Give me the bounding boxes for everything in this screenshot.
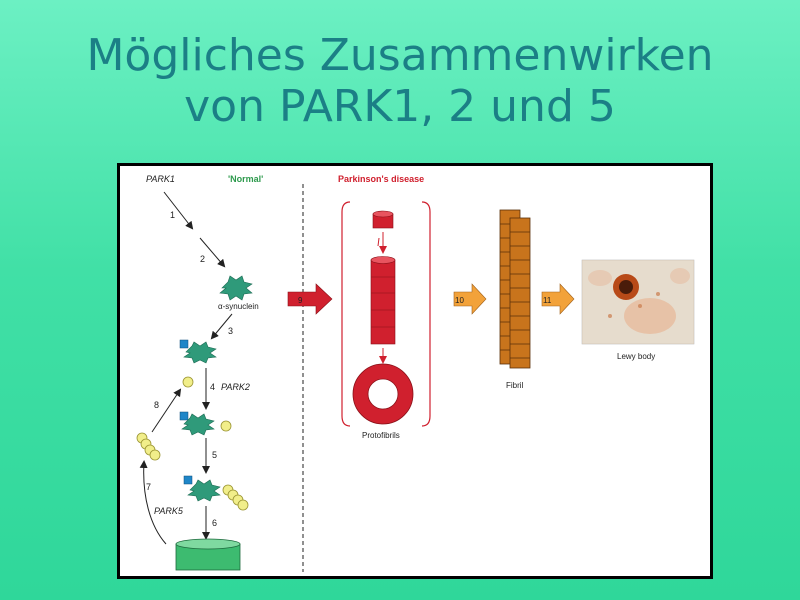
ubiquitin-chain-free-icon [136, 432, 161, 461]
arrow-step-3 [210, 313, 233, 340]
step-11-label: 11 [543, 296, 552, 305]
park2-label: PARK2 [221, 382, 250, 392]
pathway-figure: PARK1 'Normal' Parkinson's disease 1 2 α… [117, 163, 713, 579]
arrow-step-8 [151, 388, 182, 433]
pathway-diagram: PARK1 'Normal' Parkinson's disease 1 2 α… [136, 174, 695, 572]
step-5-label: 5 [212, 450, 217, 460]
protofibrils-label: Protofibrils [362, 431, 400, 440]
fibril-label: Fibril [506, 381, 524, 390]
step-3-label: 3 [228, 326, 233, 336]
normal-heading: 'Normal' [228, 174, 263, 184]
title-line-2: von PARK1, 2 und 5 [184, 81, 616, 132]
protofibril-ring-icon [352, 363, 414, 425]
title-line-1: Mögliches Zusammenwirken [86, 30, 714, 81]
arrow-step-7 [139, 460, 167, 545]
ubiquitinated-synuclein-icon [181, 413, 215, 436]
fibril-icon [499, 209, 531, 369]
bracket-right [421, 201, 431, 427]
park5-label: PARK5 [154, 506, 184, 516]
slide-title: Mögliches Zusammenwirken von PARK1, 2 un… [0, 30, 800, 132]
marker-square-icon-3 [183, 475, 193, 485]
step-1-label: 1 [170, 210, 175, 220]
proteasome-icon [175, 538, 241, 571]
ubiquitin-attached-icon [220, 420, 232, 432]
alpha-synuclein-icon [219, 275, 253, 301]
step-6-label: 6 [212, 518, 217, 528]
marker-square-icon [179, 339, 189, 349]
bracket-left [341, 201, 351, 427]
polyubiquitinated-synuclein-icon [187, 479, 221, 502]
disease-heading: Parkinson's disease [338, 174, 424, 184]
ubiquitin-chain-attached-icon [222, 484, 249, 511]
step-7-label: 7 [146, 482, 151, 492]
step-9-label: 9 [298, 296, 303, 305]
marker-square-icon-2 [179, 411, 189, 421]
arrow-oligomer-tick [377, 237, 380, 247]
lewy-body-image [581, 259, 695, 345]
arrow-step-1 [163, 191, 194, 230]
step-2-label: 2 [200, 254, 205, 264]
arrow-step-9 [287, 283, 333, 315]
synuclein-label: α-synuclein [218, 302, 259, 311]
park1-label: PARK1 [146, 174, 175, 184]
arrow-step-11 [541, 283, 575, 315]
arrow-step-10 [453, 283, 487, 315]
oligomer-small-icon [372, 210, 394, 229]
step-10-label: 10 [455, 296, 464, 305]
oligomer-stack-icon [370, 256, 396, 345]
arrow-step-2 [199, 237, 226, 268]
synuclein-complex-icon [183, 341, 217, 364]
lewy-body-label: Lewy body [617, 352, 655, 361]
step-4-label: 4 [210, 382, 215, 392]
ubiquitin-icon [182, 376, 194, 388]
step-8-label: 8 [154, 400, 159, 410]
